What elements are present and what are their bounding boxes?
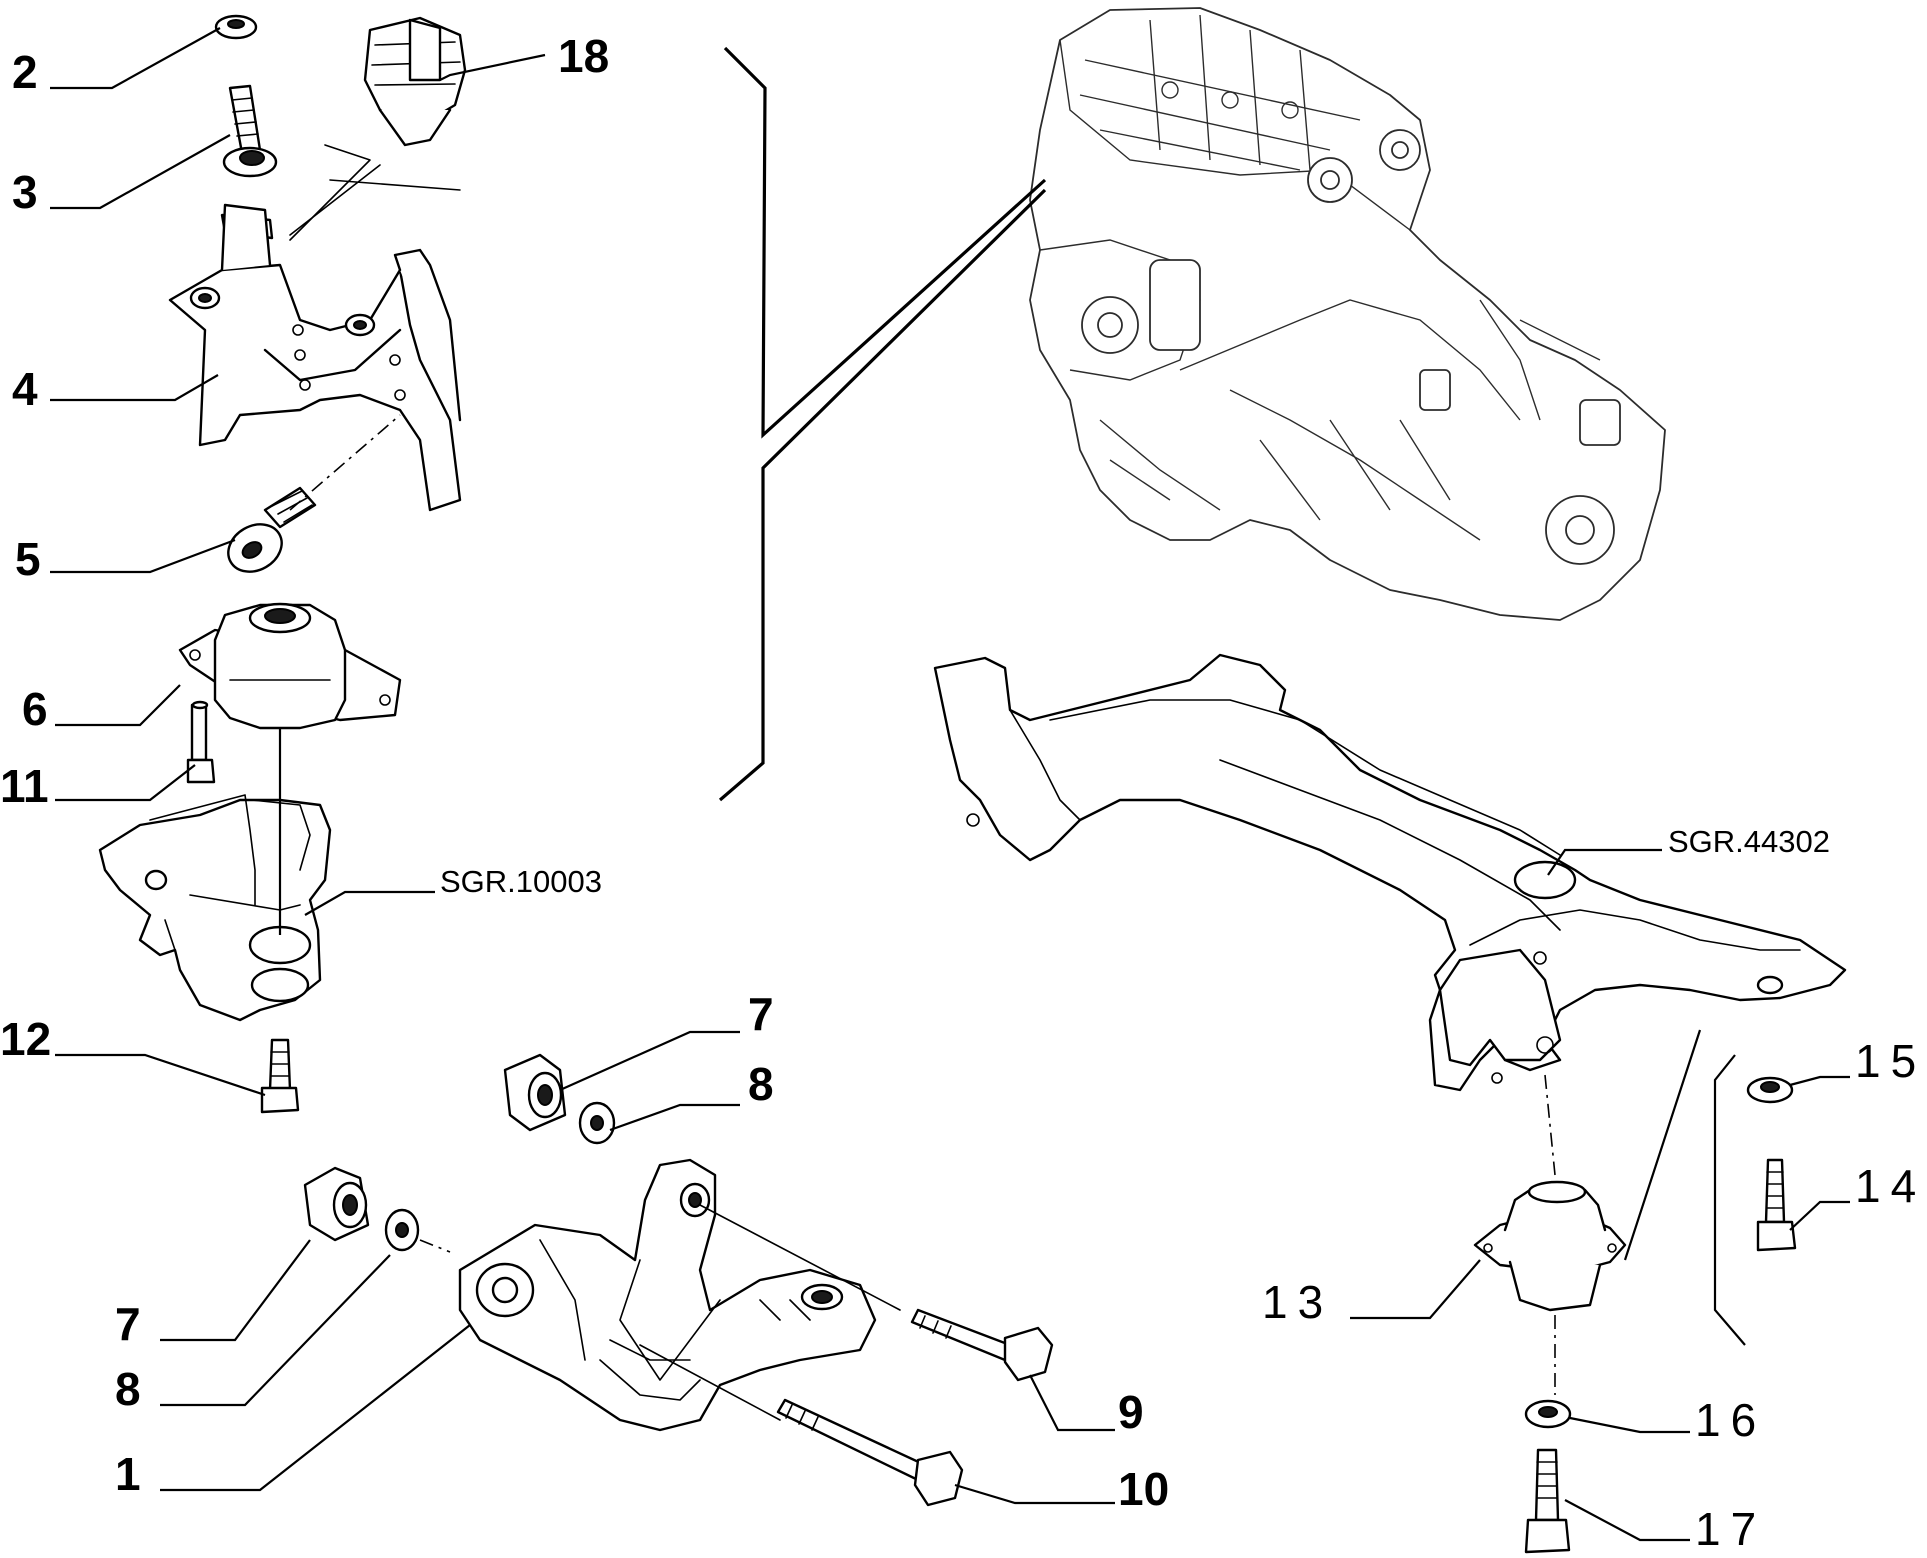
part-9-bolt xyxy=(910,1308,1054,1382)
callout-11: 11 xyxy=(0,760,49,812)
axis-line-part-13-top xyxy=(1544,1074,1556,1176)
callout-17: 17 xyxy=(1695,1503,1766,1555)
callout-9: 9 xyxy=(1118,1386,1144,1438)
part-15-nut xyxy=(1746,1076,1794,1104)
callout-1: 1 xyxy=(115,1448,141,1500)
part-8-washer-top xyxy=(578,1101,616,1145)
part-3-bolt xyxy=(222,84,278,178)
axis-line-part-10 xyxy=(639,1344,781,1421)
callout-10: 10 xyxy=(1118,1463,1169,1515)
part-7-bushing-left xyxy=(303,1166,370,1242)
axis-line-part-7-8 xyxy=(419,1239,451,1253)
callout-labels: 2 3 4 5 6 11 12 18 7 8 7 8 1 9 10 13 14 … xyxy=(0,30,1926,1555)
callout-8-left: 8 xyxy=(115,1363,141,1415)
group-bracket-14-15 xyxy=(1713,1054,1746,1346)
reference-sgr-44302: SGR.44302 xyxy=(1668,824,1830,859)
engine-gearbox-assembly xyxy=(1029,7,1666,621)
callout-3: 3 xyxy=(12,166,38,218)
part-7-bushing-top xyxy=(503,1053,567,1132)
part-10-bolt xyxy=(776,1398,964,1507)
part-8-washer-left xyxy=(384,1208,420,1252)
part-12-bolt xyxy=(260,1038,300,1114)
callout-13: 13 xyxy=(1262,1276,1333,1328)
reference-sgr-10003: SGR.10003 xyxy=(440,864,602,899)
callout-18: 18 xyxy=(558,30,609,82)
callout-2: 2 xyxy=(12,46,38,98)
gearbox-support-sgr-10003 xyxy=(98,794,332,1022)
callout-15: 15 xyxy=(1855,1035,1926,1087)
axis-line-part-5 xyxy=(289,414,401,511)
callout-7-left: 7 xyxy=(115,1298,141,1350)
callout-16: 16 xyxy=(1695,1394,1766,1446)
part-18-bump-stop xyxy=(363,16,467,147)
part-1-torque-rod xyxy=(458,1158,877,1432)
part-13-rubber-mount xyxy=(1473,1180,1627,1312)
part-14-bolt xyxy=(1756,1158,1797,1252)
part-6-engine-mount xyxy=(178,602,402,730)
callout-12: 12 xyxy=(0,1013,51,1065)
callout-14: 14 xyxy=(1855,1160,1926,1212)
reference-labels: SGR.10003 SGR.44302 xyxy=(440,824,1830,899)
part-5-bolt xyxy=(227,486,317,573)
assembly-bracket-line xyxy=(718,46,1047,802)
callout-4: 4 xyxy=(12,363,38,415)
part-11-bolt xyxy=(186,700,216,784)
axis-line-part-9 xyxy=(699,1204,901,1311)
callout-5: 5 xyxy=(15,533,41,585)
part-16-washer xyxy=(1524,1399,1572,1429)
callout-7-top: 7 xyxy=(748,988,774,1040)
leader-lines xyxy=(50,27,1850,1542)
callout-6: 6 xyxy=(22,683,48,735)
callout-8-top: 8 xyxy=(748,1058,774,1110)
part-4-mount-bracket xyxy=(168,144,462,512)
part-17-bolt xyxy=(1524,1448,1571,1554)
crossmember-subframe xyxy=(933,653,1847,1092)
part-2-washer xyxy=(214,14,258,40)
